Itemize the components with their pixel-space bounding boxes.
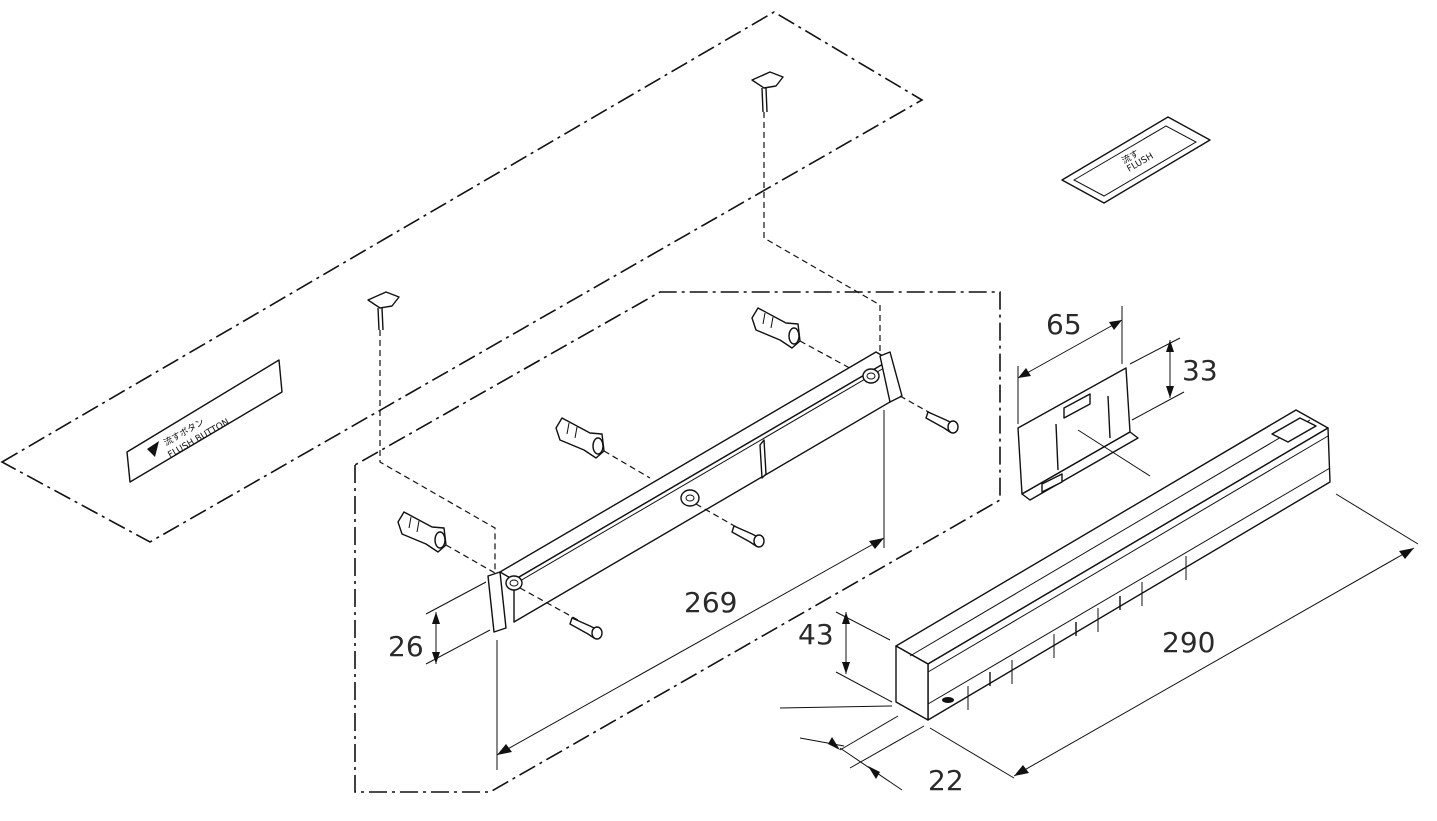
toggle-bolt-right <box>751 71 784 113</box>
screw-right <box>899 395 959 434</box>
dim-43-value: 43 <box>798 618 834 651</box>
toggle-bolt-left <box>367 291 400 331</box>
screw-left <box>519 587 603 640</box>
wall-anchor-right <box>751 307 801 349</box>
backplate <box>1017 367 1151 501</box>
bracket-area-outline <box>354 291 1001 793</box>
dim-22: 22 <box>779 705 964 797</box>
flush-control-unit <box>895 409 1331 721</box>
dim-65: 65 <box>1017 306 1123 424</box>
dim-269: 269 <box>496 410 885 770</box>
dim-33-value: 33 <box>1182 354 1218 387</box>
dim-65-value: 65 <box>1046 308 1082 341</box>
bolt-right-guide <box>763 112 881 355</box>
wall-panel-outline <box>0 11 924 543</box>
dim-43: 43 <box>798 611 893 703</box>
dim-269-value: 269 <box>684 586 737 619</box>
wall-anchor-middle <box>555 417 605 459</box>
small-flush-label: 流す FLUSH <box>1061 116 1211 204</box>
screw-middle <box>695 503 765 548</box>
triangle-marker-icon <box>147 441 159 457</box>
dim-22-value: 22 <box>928 764 964 797</box>
dim-33: 33 <box>1129 337 1218 421</box>
dim-26-value: 26 <box>388 630 424 663</box>
dim-26: 26 <box>388 581 491 665</box>
dim-290: 290 <box>929 493 1419 779</box>
mounting-bracket <box>487 351 903 633</box>
bolt-left-guide <box>379 330 496 575</box>
dim-290-value: 290 <box>1162 626 1215 659</box>
flush-button-label-plate: 流すボタン FLUSH BUTTON <box>126 359 283 483</box>
wall-anchor-left <box>397 511 447 553</box>
